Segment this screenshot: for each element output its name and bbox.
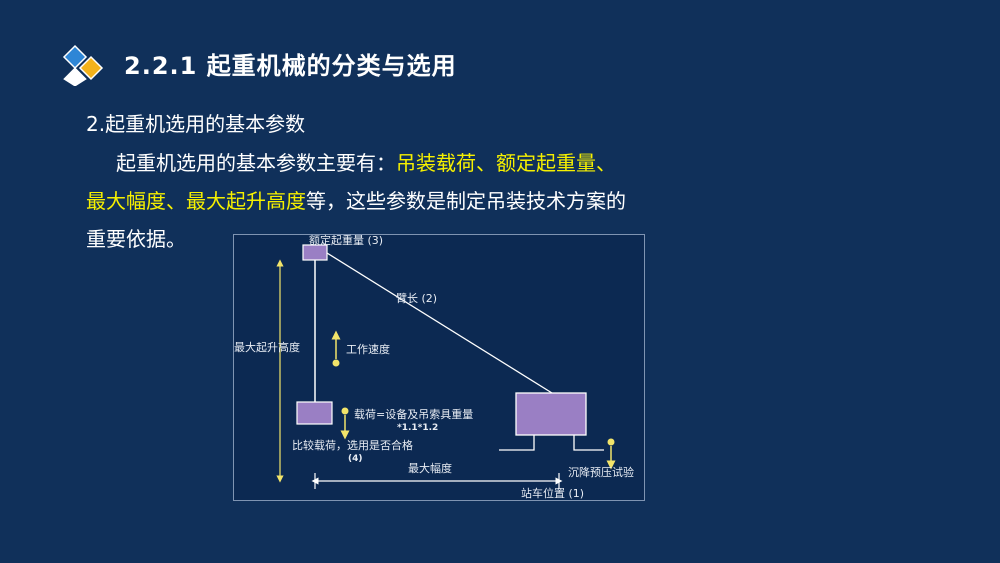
- settlement-test-label: 沉降预压试验: [568, 466, 634, 479]
- crane-body-box: [515, 392, 587, 436]
- max-lift-height-label: 最大起升高度: [234, 341, 300, 354]
- crane-parameter-diagram: 额定起重量 (3) 臂长 (2) 最大起升高度 工作速度 载荷=设备及吊索具重量…: [233, 234, 645, 501]
- para-rest-1: 等，这些参数是制定吊装技术方案的: [306, 189, 626, 213]
- load-factor-label: *1.1*1.2: [397, 423, 439, 433]
- compare-number-label: (4): [348, 454, 363, 464]
- page-title: 2.2.1 起重机械的分类与选用: [124, 52, 457, 80]
- para-highlight-2: 最大幅度、最大起升高度: [86, 189, 306, 213]
- settlement-dot: [607, 438, 615, 446]
- max-radius-label: 最大幅度: [408, 462, 452, 475]
- diagram-svg: [276, 244, 616, 489]
- para-rest-2: 重要依据。: [86, 227, 186, 251]
- logo-icon: [62, 44, 104, 86]
- compare-label: 比较载荷，选用是否合格: [292, 439, 413, 452]
- station-position-label: 站车位置 (1): [521, 487, 585, 500]
- body-paragraph: 起重机选用的基本参数主要有：吊装载荷、额定起重量、 最大幅度、最大起升高度等，这…: [86, 144, 726, 258]
- boom-length-label: 臂长 (2): [396, 292, 438, 305]
- load-label: 载荷=设备及吊索具重量: [354, 408, 474, 421]
- rated-capacity-label: 额定起重量 (3): [309, 234, 384, 247]
- para-lead: 起重机选用的基本参数主要有：: [116, 151, 396, 175]
- load-box: [296, 401, 333, 425]
- ground-line: [499, 435, 535, 451]
- load-dot: [341, 407, 349, 415]
- working-speed-dot: [332, 359, 340, 367]
- working-speed-label: 工作速度: [346, 343, 390, 356]
- boom-line: [326, 252, 553, 394]
- rated-capacity-box: [302, 244, 328, 261]
- para-highlight-1: 吊装载荷、额定起重量、: [396, 151, 616, 175]
- section-subtitle: 2.起重机选用的基本参数: [86, 112, 306, 136]
- ground-line-right: [573, 435, 604, 451]
